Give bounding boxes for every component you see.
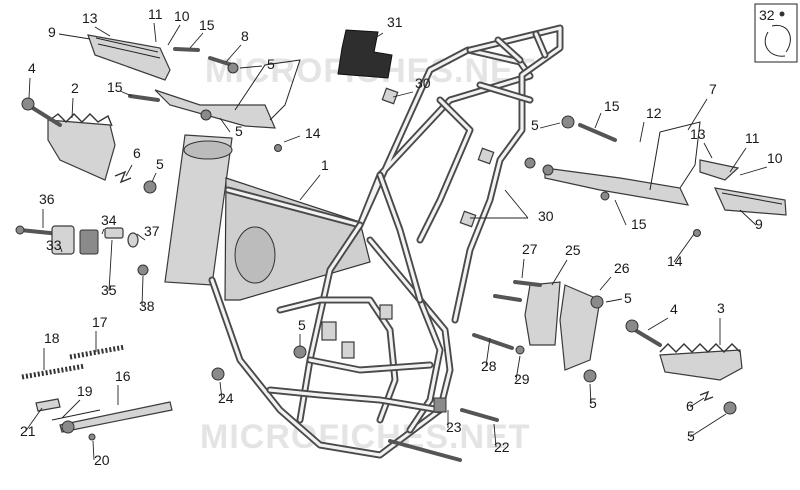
pivot-parts	[15, 225, 149, 276]
callout-30: 30	[538, 208, 554, 224]
callout-4: 4	[670, 301, 678, 317]
rear-bracket-assembly	[472, 280, 604, 383]
callout-28: 28	[481, 358, 497, 374]
main-frame	[164, 24, 564, 459]
callout-24: 24	[218, 390, 234, 406]
callout-37: 37	[144, 223, 160, 239]
callout-5: 5	[267, 56, 275, 72]
callout-15: 15	[199, 17, 215, 33]
callout-17: 17	[92, 314, 108, 330]
callout-25: 25	[565, 242, 581, 258]
callout-22: 22	[494, 439, 510, 455]
callout-10: 10	[174, 8, 190, 24]
callout-9: 9	[48, 24, 56, 40]
callout-15: 15	[604, 98, 620, 114]
callout-5: 5	[589, 395, 597, 411]
leader-lines	[24, 22, 768, 461]
callout-4: 4	[28, 60, 36, 76]
callout-36: 36	[39, 191, 55, 207]
callout-29: 29	[514, 371, 530, 387]
callout-2: 2	[71, 80, 79, 96]
callout-34: 34	[101, 212, 117, 228]
side-stand-assembly	[21, 344, 173, 441]
callout-27: 27	[522, 241, 538, 257]
callout-23: 23	[446, 419, 462, 435]
callout-10: 10	[767, 150, 783, 166]
callout-15: 15	[631, 216, 647, 232]
callout-15: 15	[107, 79, 123, 95]
callout-3: 3	[717, 300, 725, 316]
callout-33: 33	[46, 237, 62, 253]
callout-8: 8	[241, 28, 249, 44]
callout-7: 7	[709, 81, 717, 97]
callout-19: 19	[77, 383, 93, 399]
callout-5: 5	[687, 428, 695, 444]
callout-5: 5	[531, 117, 539, 133]
callout-31: 31	[387, 14, 403, 30]
callout-13: 13	[82, 10, 98, 26]
callout-21: 21	[20, 423, 36, 439]
callout-11: 11	[148, 6, 163, 22]
callout-12: 12	[646, 105, 662, 121]
footpeg-3	[625, 319, 743, 415]
inset-label: 32	[759, 7, 775, 23]
footpeg-2	[21, 97, 157, 194]
callout-14: 14	[667, 253, 683, 269]
callout-6: 6	[686, 398, 694, 414]
callout-35: 35	[101, 282, 117, 298]
callout-5: 5	[235, 123, 243, 139]
callout-20: 20	[94, 452, 110, 468]
callout-38: 38	[139, 298, 155, 314]
callout-1: 1	[321, 157, 329, 173]
right-footrest-assembly	[524, 115, 787, 237]
callout-5: 5	[298, 317, 306, 333]
callout-5: 5	[156, 156, 164, 172]
callout-30: 30	[415, 75, 431, 91]
callout-18: 18	[44, 330, 60, 346]
callout-9: 9	[755, 216, 763, 232]
misc-fasteners	[211, 87, 499, 462]
callout-5: 5	[624, 290, 632, 306]
inset-box-32: 32	[754, 3, 798, 63]
callout-13: 13	[690, 126, 706, 142]
callout-11: 11	[745, 130, 760, 146]
callout-6: 6	[133, 145, 141, 161]
callout-16: 16	[115, 368, 131, 384]
callout-26: 26	[614, 260, 630, 276]
callout-14: 14	[305, 125, 321, 141]
left-footrest-assembly	[87, 34, 301, 152]
sticker-31	[337, 29, 393, 79]
